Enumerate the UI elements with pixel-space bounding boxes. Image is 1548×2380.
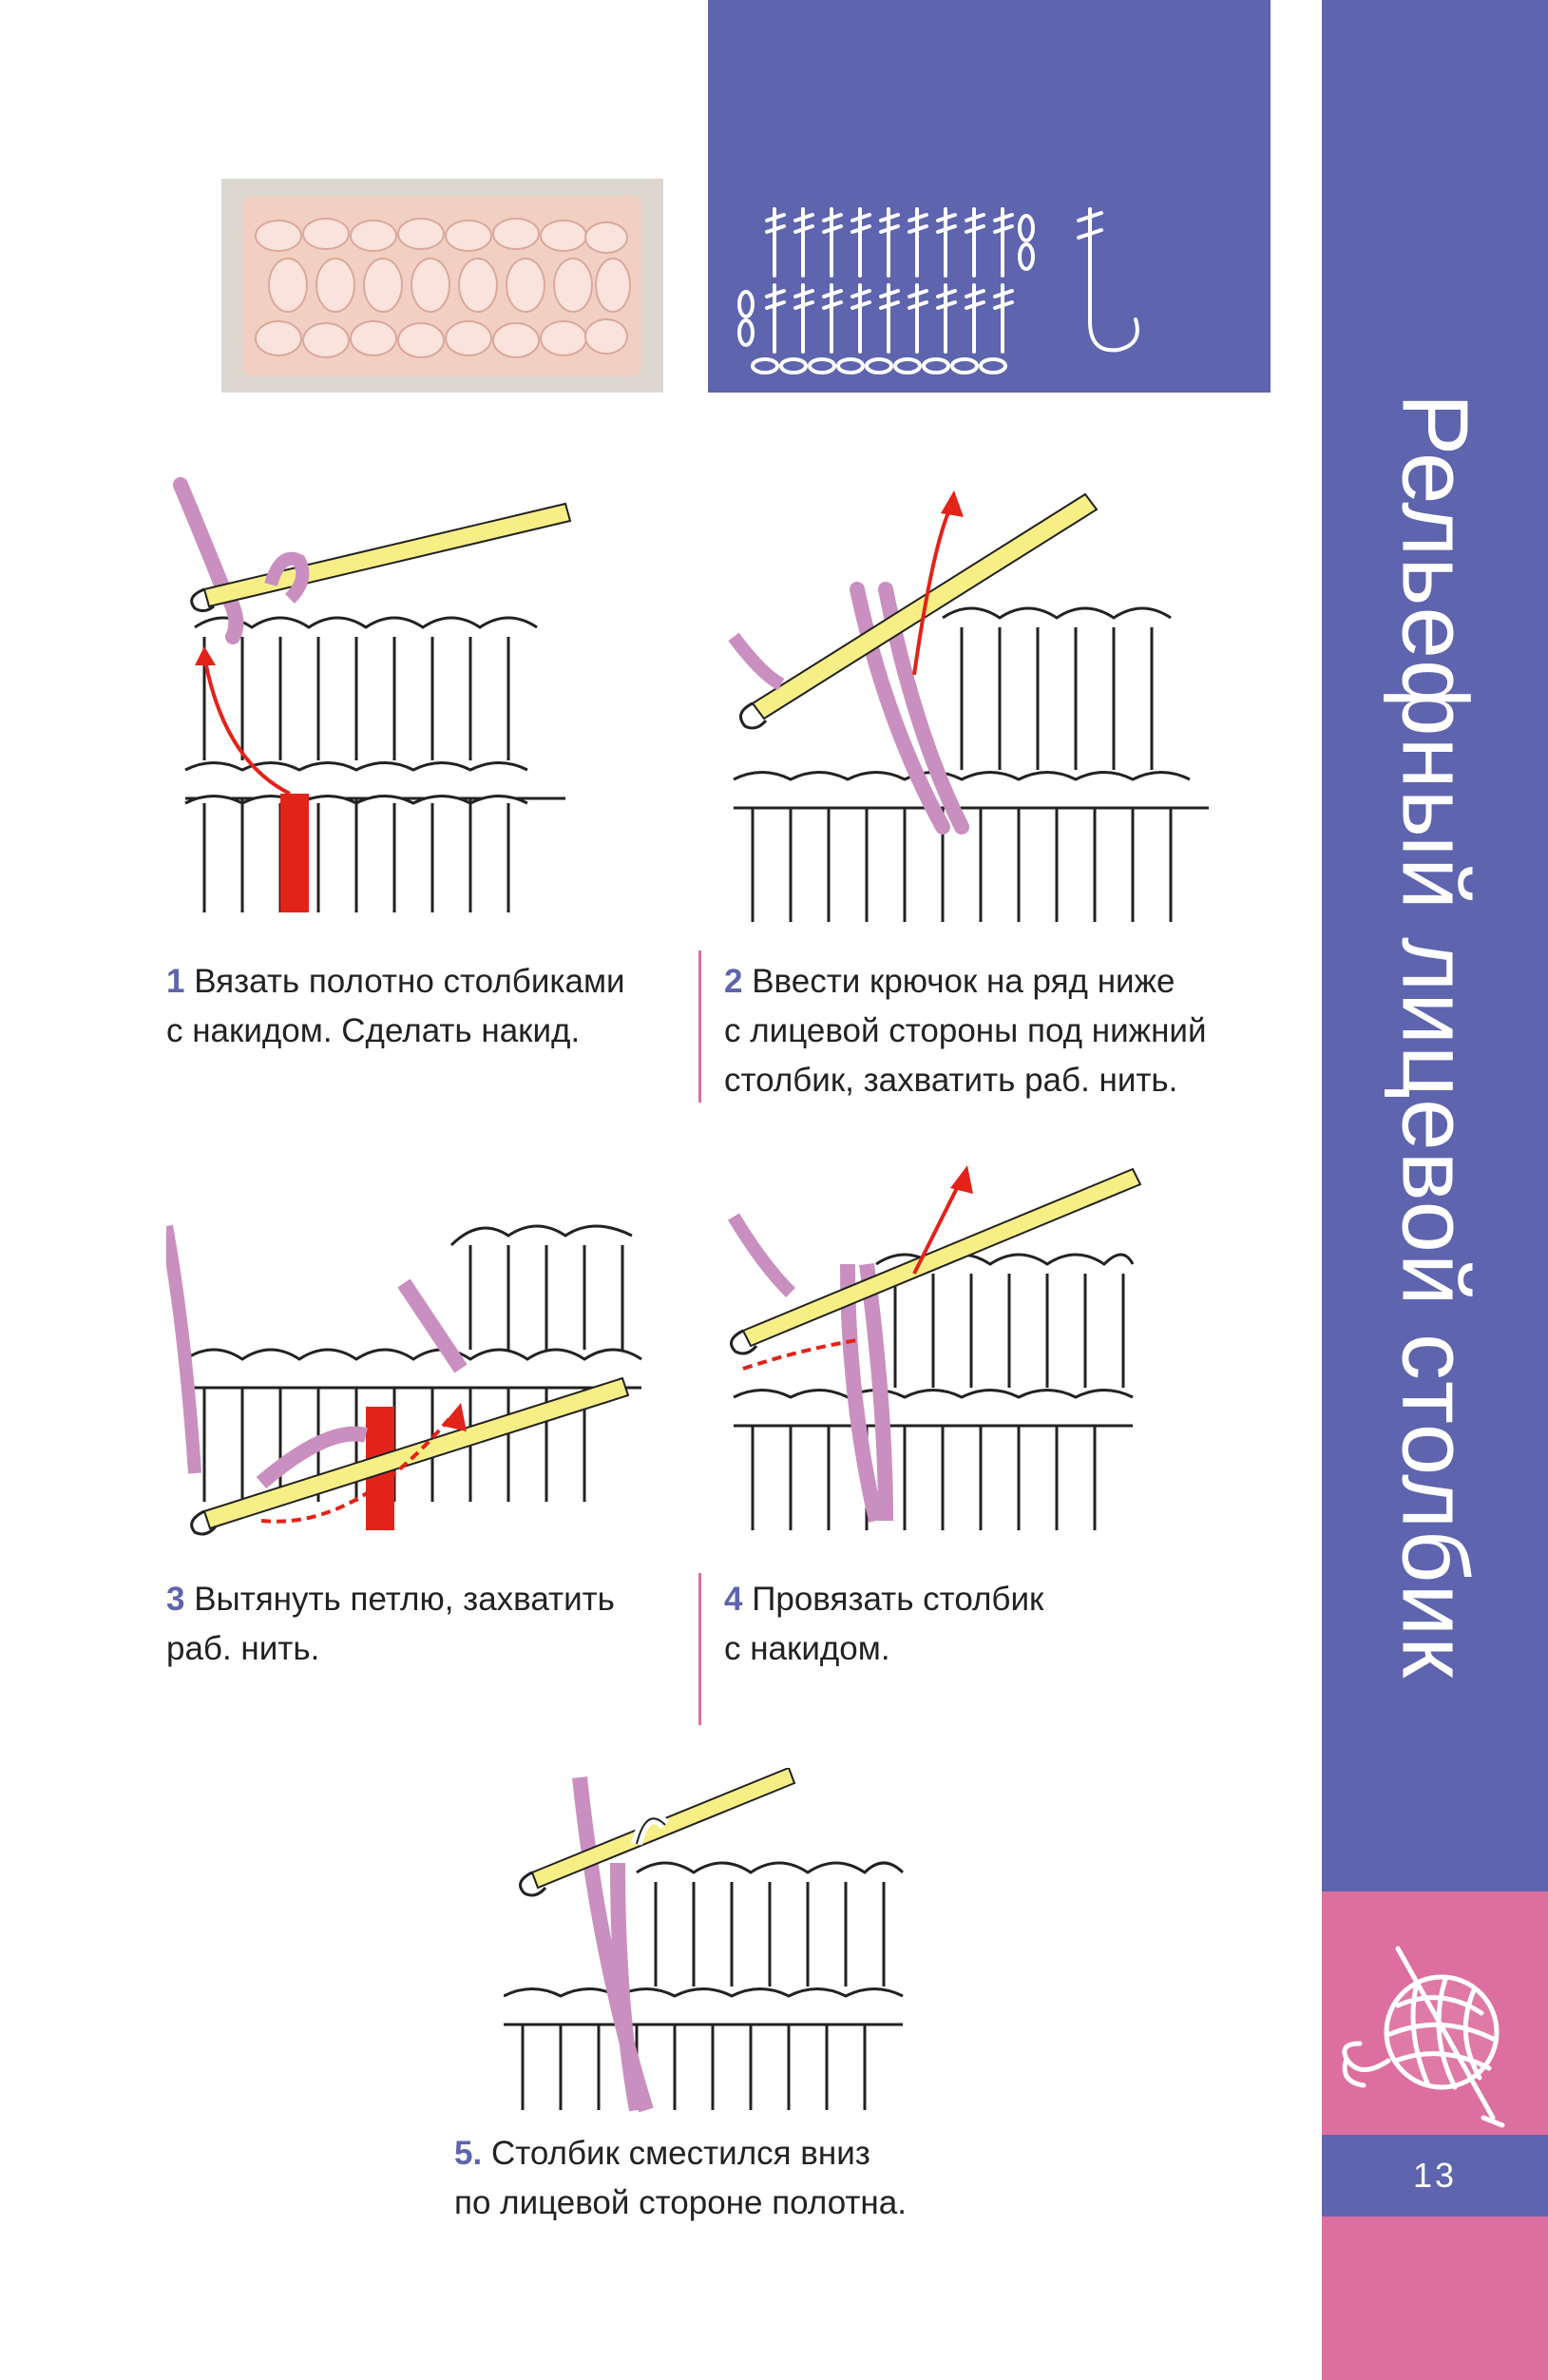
step-2-caption: 2 Ввести крючок на ряд ниже с лицевой ст… xyxy=(724,957,1256,1105)
yarn-ball-panel xyxy=(1322,1891,1548,2135)
step-3-illustration xyxy=(166,1224,642,1536)
step-4-line-1: Провязать столбик xyxy=(752,1581,1044,1618)
step-5-line-1: Столбик сместился вниз xyxy=(490,2135,870,2172)
step-2-line-3: столбик, захватить раб. нить. xyxy=(724,1062,1178,1099)
step-5-line-2: по лицевой стороне полотна. xyxy=(454,2184,907,2221)
step-4-line-2: с накидом. xyxy=(724,1630,890,1667)
step-1-illustration xyxy=(173,477,572,912)
step-2-illustration xyxy=(728,490,1209,922)
step-4-caption: 4 Провязать столбик с накидом. xyxy=(724,1575,1256,1674)
step-5-illustration xyxy=(504,1768,905,2113)
bottom-band xyxy=(1322,2217,1548,2380)
step-3-line-1: Вытянуть петлю, захватить xyxy=(194,1581,615,1618)
crochet-symbol-chart xyxy=(708,0,1271,393)
step-4-number: 4 xyxy=(724,1581,743,1618)
chapter-title: Рельефный лицевой столбик xyxy=(1383,393,1488,1679)
page-number-block xyxy=(1322,2135,1548,2217)
step-3-line-2: раб. нить. xyxy=(166,1630,320,1667)
step-2-number: 2 xyxy=(724,963,743,1000)
step-5-number: 5. xyxy=(454,2135,483,2172)
step-2-line-2: с лицевой стороны под нижний xyxy=(724,1012,1207,1049)
side-title: Рельефный лицевой столбик xyxy=(1322,0,1548,1891)
step-2-divider xyxy=(698,950,701,1103)
step-1-caption: 1 Вязать полотно столбиками с накидом. С… xyxy=(166,957,670,1056)
page-number: 13 xyxy=(1412,2156,1458,2195)
step-1-line-2: с накидом. Сделать накид. xyxy=(166,1012,581,1049)
step-3-caption: 3 Вытянуть петлю, захватить раб. нить. xyxy=(166,1575,670,1674)
step-1-line-1: Вязать полотно столбиками xyxy=(194,963,625,1000)
step-2-line-1: Ввести крючок на ряд ниже xyxy=(752,963,1175,1000)
step-4-divider xyxy=(698,1573,701,1725)
yarn-ball-icon xyxy=(1342,1946,1505,2128)
side-band xyxy=(1322,0,1548,1891)
step-4-illustration xyxy=(727,1165,1142,1530)
step-3-number: 3 xyxy=(166,1581,185,1618)
crochet-sample-photo xyxy=(221,179,663,393)
step-1-number: 1 xyxy=(166,963,185,1000)
step-5-caption: 5. Столбик сместился вниз по лицевой сто… xyxy=(454,2129,967,2228)
